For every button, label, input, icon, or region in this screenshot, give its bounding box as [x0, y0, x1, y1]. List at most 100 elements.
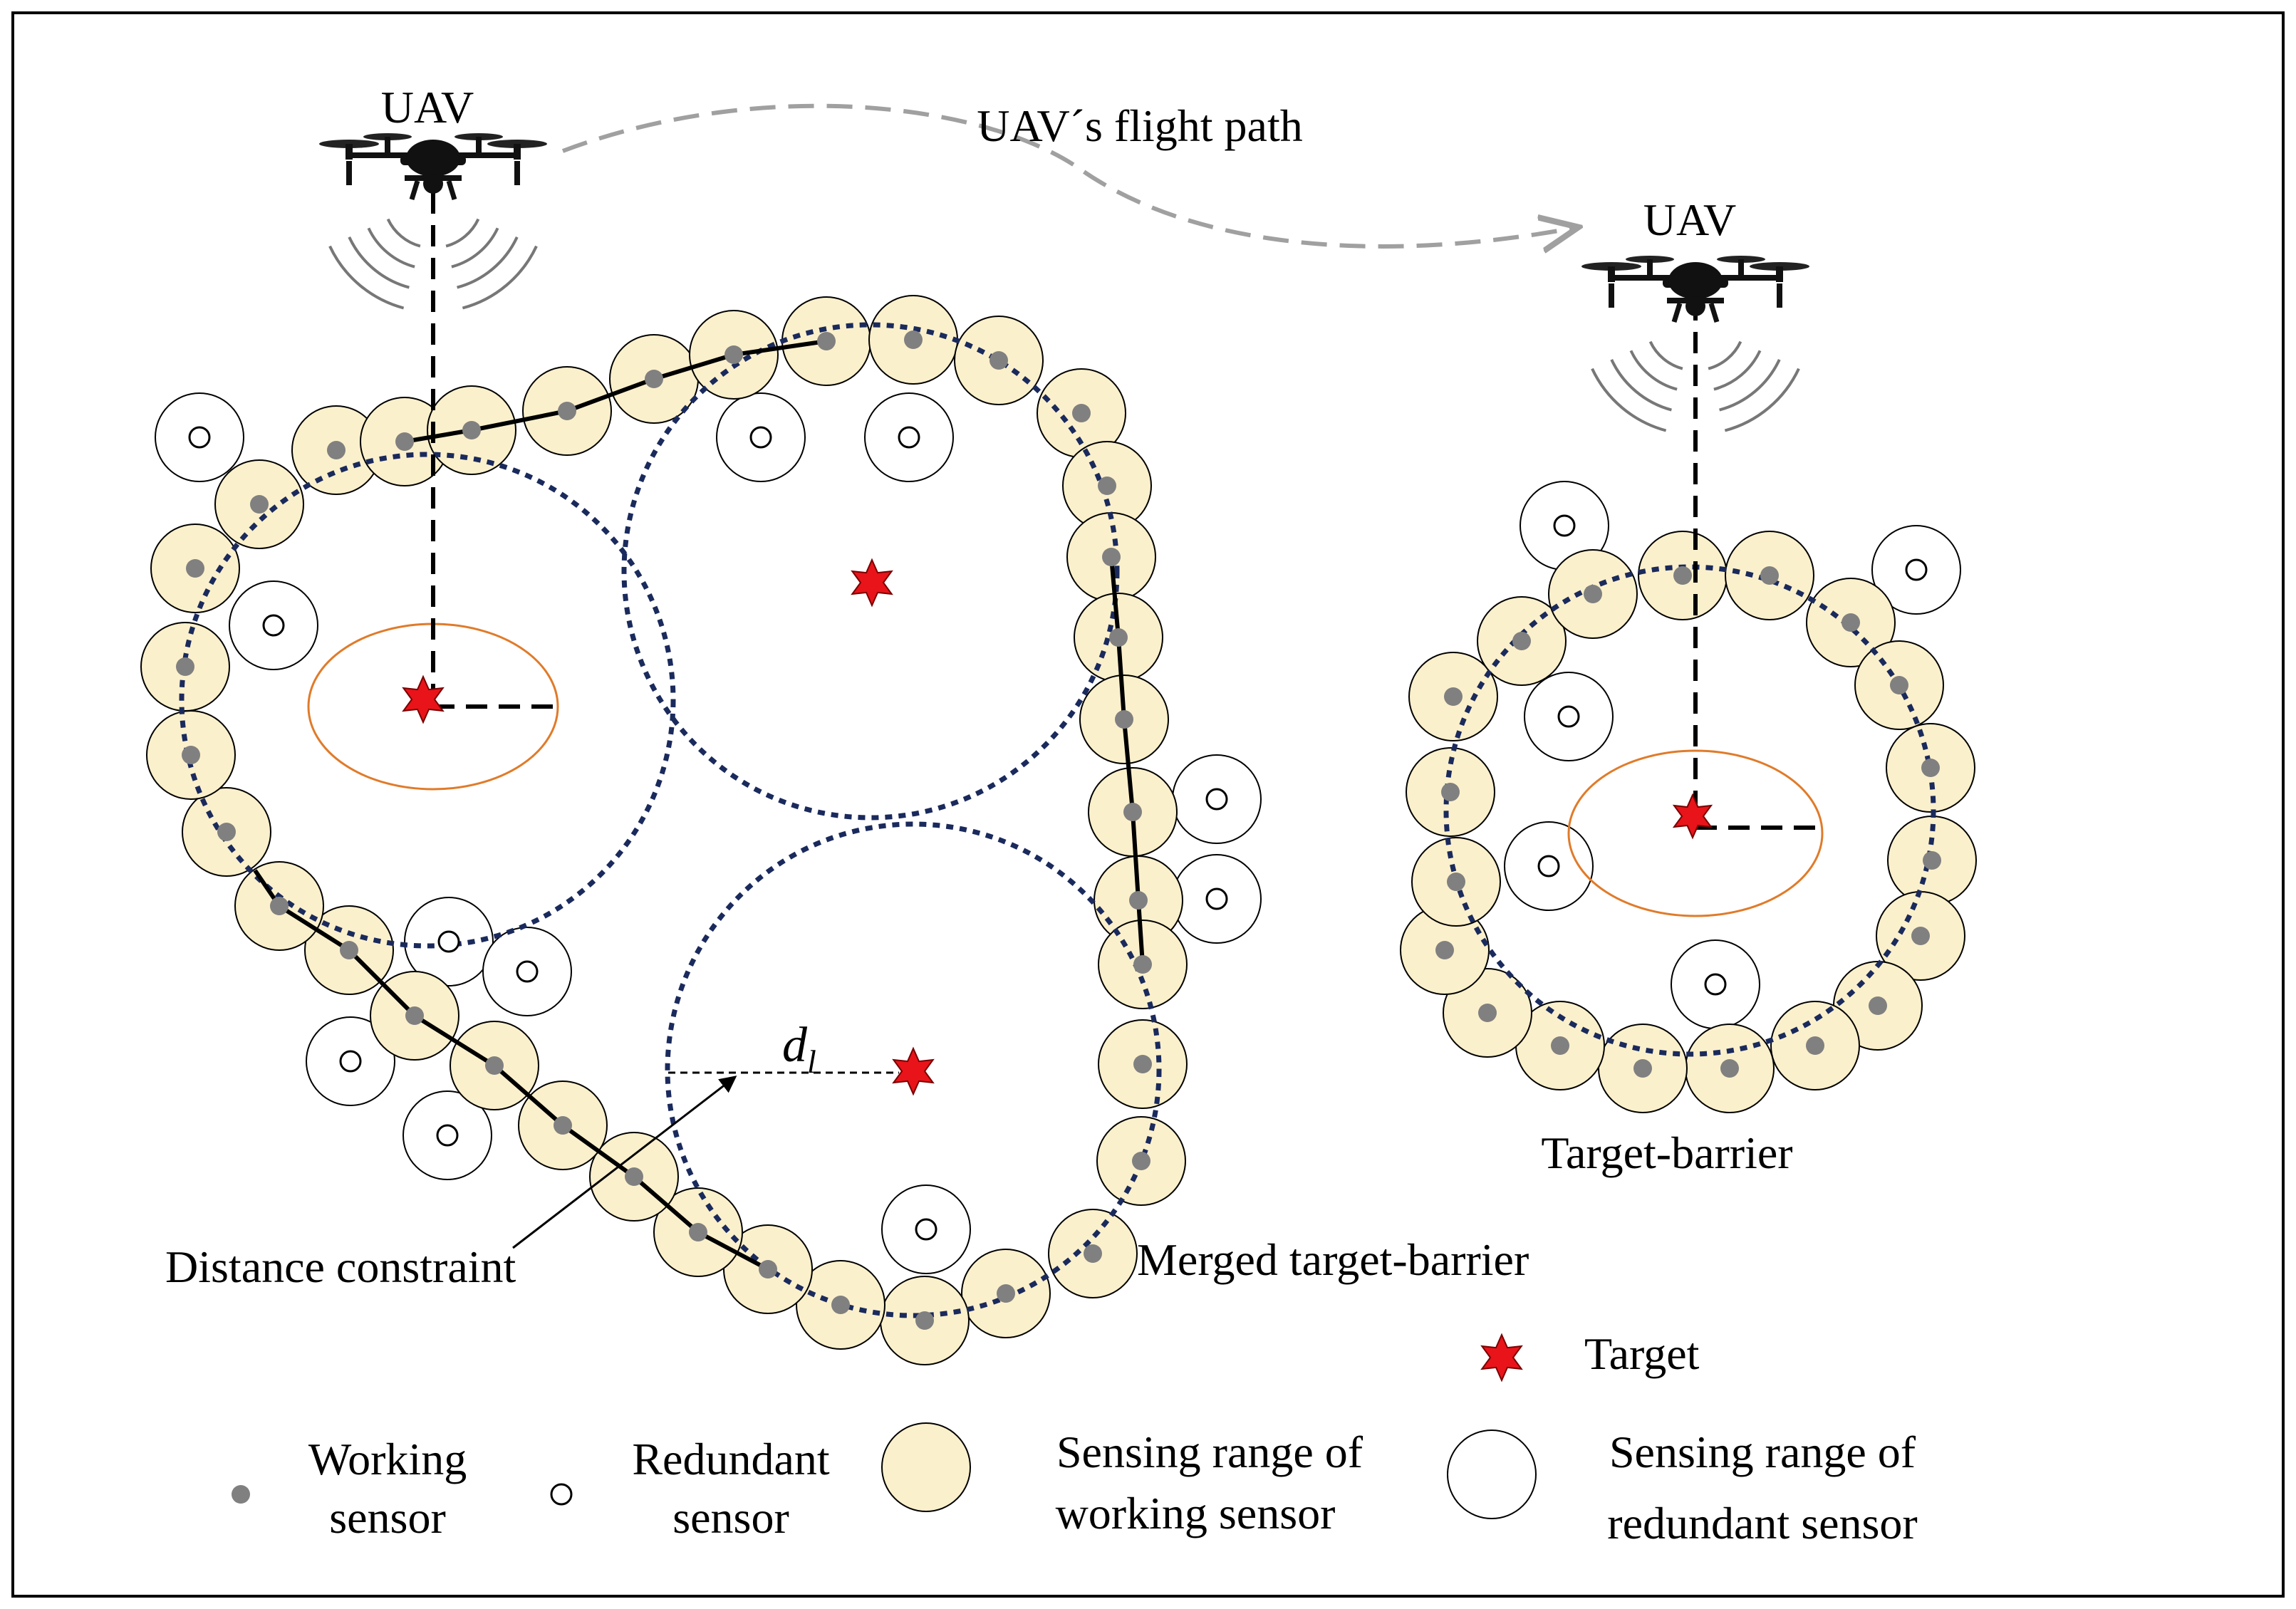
- distance-constraint-arrow: [512, 1076, 737, 1249]
- working-sensor-dot: [395, 432, 414, 451]
- working-sensors: [140, 295, 1977, 1365]
- working-sensor-dot: [327, 441, 346, 459]
- working-sensor-dot: [1084, 1244, 1102, 1263]
- redundant-sensor-dot: [1205, 788, 1228, 811]
- sensor-dots: [176, 330, 1941, 1330]
- redundant-sensor-dot: [1205, 887, 1228, 910]
- working-sensor-dot: [485, 1056, 504, 1075]
- redundant-sensor-dot: [915, 1218, 937, 1241]
- working-sensor-dot: [1673, 566, 1692, 585]
- barrier-circle-bottom: [665, 821, 1162, 1318]
- legend-sr-working-line1: Sensing range of: [1056, 1427, 1363, 1477]
- redundant-sensor-dot: [262, 614, 285, 637]
- uav-label-right: UAV: [1643, 194, 1736, 245]
- legend-target-label: Target: [1584, 1328, 1700, 1379]
- working-sensor-dot: [554, 1116, 572, 1135]
- redundant-sensor-dot: [1557, 705, 1580, 728]
- barrier-circle-right: [1443, 564, 1936, 1057]
- working-sensor-dot: [1098, 477, 1116, 495]
- distance-constraint-label: Distance constraint: [165, 1241, 516, 1292]
- working-sensor-dot: [831, 1296, 850, 1314]
- working-sensor-dot: [1911, 927, 1930, 945]
- working-sensor-dot: [1129, 891, 1148, 910]
- signal-waves-icon: [328, 218, 538, 310]
- barrier-circles: [179, 322, 1936, 1318]
- working-sensor-dot: [1478, 1004, 1497, 1022]
- uav-coverage-ellipse-right: [1567, 749, 1824, 917]
- legend-sr-redundant-line2: redundant sensor: [1607, 1498, 1917, 1548]
- working-sensor-dot: [1921, 759, 1940, 777]
- working-sensor-dot: [1869, 996, 1887, 1015]
- legend-sr-redundant-line1: Sensing range of: [1609, 1427, 1916, 1477]
- uav-flight-path: [561, 103, 1574, 246]
- star-icon: [1480, 1333, 1523, 1383]
- redundant-sensor-dot: [437, 930, 460, 953]
- working-sensor-dot: [1584, 585, 1602, 603]
- uav-projection-lines: [431, 192, 1817, 830]
- redundant-sensor-dot: [1553, 514, 1576, 537]
- legend-redundant-range: [1447, 1430, 1537, 1519]
- legend-sr-working-line2: working sensor: [1056, 1488, 1336, 1538]
- legend-redundant-line1: Redundant: [632, 1434, 830, 1484]
- redundant-sensor-dot: [516, 960, 539, 983]
- redundant-sensor-dot: [1704, 973, 1727, 996]
- working-sensor-dot: [1720, 1059, 1739, 1078]
- working-sensor-dot: [217, 823, 236, 841]
- legend: Target Working sensor Redundant sensor S…: [232, 1328, 1918, 1548]
- working-sensor-dot: [340, 941, 358, 959]
- working-sensor-dot: [625, 1167, 643, 1186]
- working-sensor-dot: [558, 402, 576, 420]
- star-icon: [1672, 793, 1713, 840]
- working-sensor-dot: [915, 1311, 934, 1330]
- barrier-circle-left: [179, 452, 676, 949]
- legend-working-line1: Working: [308, 1434, 467, 1484]
- signal-waves-icon: [1591, 340, 1800, 432]
- barrier-circle-top: [621, 322, 1120, 821]
- working-sensor-dot: [1435, 941, 1454, 959]
- redundant-sensor-dot: [898, 426, 920, 449]
- working-sensor-dot: [1102, 548, 1121, 566]
- working-sensor-dot: [1072, 404, 1091, 422]
- merged-barrier-label: Merged target-barrier: [1137, 1234, 1529, 1285]
- uav-label-left: UAV: [381, 82, 474, 132]
- legend-working-line2: sensor: [329, 1492, 446, 1543]
- working-sensor-dot: [645, 370, 663, 388]
- working-sensor-dot: [1923, 851, 1941, 870]
- working-sensor-dot: [689, 1223, 707, 1241]
- working-sensor-dot: [462, 421, 481, 439]
- working-sensor-dot: [1551, 1036, 1569, 1055]
- working-sensor-dot: [1133, 1055, 1152, 1073]
- redundant-sensor-dot: [749, 426, 772, 449]
- targets: [402, 558, 1713, 1096]
- star-icon: [851, 558, 893, 608]
- working-sensor-dot: [724, 345, 743, 364]
- working-sensor-dot: [176, 657, 194, 676]
- redundant-sensor-dot: [436, 1124, 459, 1147]
- working-sensor-dot: [186, 559, 204, 578]
- redundant-sensor-dot: [188, 426, 211, 449]
- legend-redundant-dot: [550, 1483, 573, 1506]
- working-sensor-dot: [405, 1006, 424, 1025]
- legend-working-dot: [232, 1485, 250, 1504]
- target-barrier-label: Target-barrier: [1541, 1128, 1792, 1178]
- working-sensor-dot: [817, 332, 836, 350]
- working-sensor-dot: [989, 351, 1008, 370]
- working-sensor-dot: [1441, 783, 1460, 801]
- working-sensor-dot: [1760, 566, 1779, 585]
- drone-icon: [1581, 256, 1809, 432]
- working-sensor-dot: [1444, 687, 1463, 706]
- working-sensor-dot: [904, 330, 923, 349]
- working-sensor-dot: [250, 495, 269, 514]
- working-sensor-dot: [1115, 710, 1133, 729]
- redundant-sensor-dot: [1905, 558, 1928, 581]
- working-sensor-dot: [1123, 803, 1142, 821]
- working-sensor-dot: [1512, 632, 1531, 650]
- working-sensor-dot: [997, 1284, 1015, 1303]
- redundant-sensor-dot: [1537, 855, 1560, 878]
- working-sensor-dot: [759, 1260, 777, 1279]
- working-sensor-dot: [1842, 613, 1860, 632]
- dl-label: dl: [782, 1018, 816, 1080]
- star-icon: [892, 1046, 935, 1096]
- legend-redundant-line2: sensor: [672, 1492, 789, 1543]
- star-icon: [402, 675, 445, 724]
